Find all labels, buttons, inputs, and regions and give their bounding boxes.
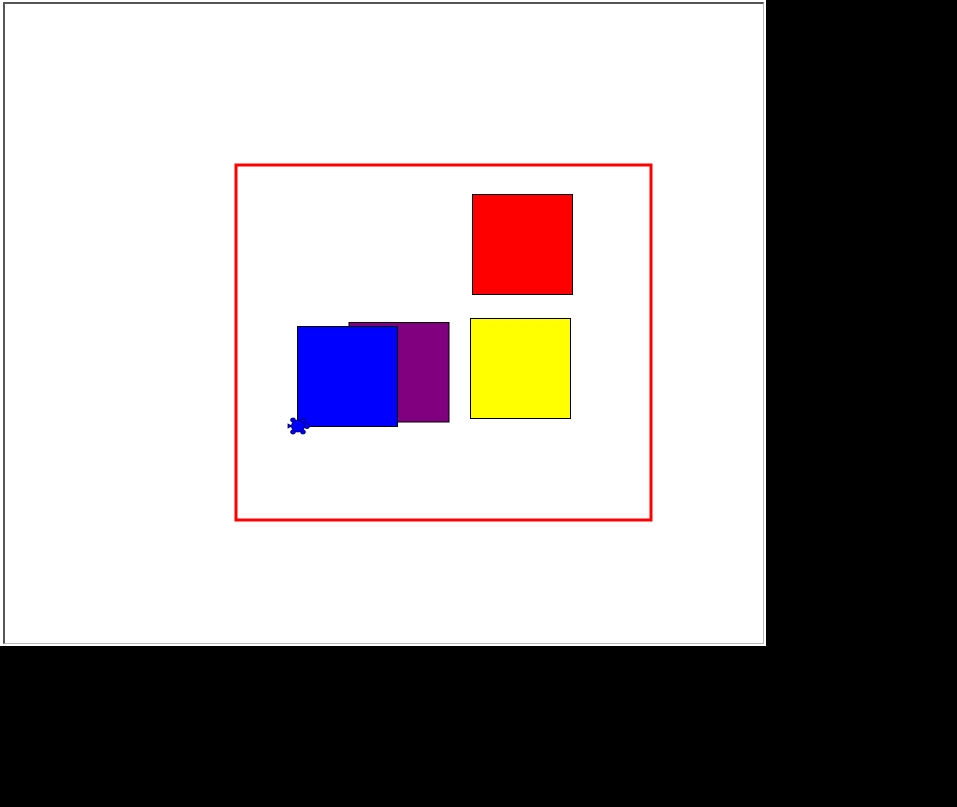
- red-square[interactable]: [472, 194, 573, 295]
- yellow-square[interactable]: [470, 318, 571, 419]
- turtle-stage: [234, 163, 653, 522]
- canvas-border: [3, 2, 764, 644]
- drawing-canvas[interactable]: [0, 0, 766, 646]
- turtle-icon[interactable]: [287, 417, 310, 435]
- blue-square[interactable]: [297, 326, 398, 427]
- red-boundary-frame: [234, 163, 653, 522]
